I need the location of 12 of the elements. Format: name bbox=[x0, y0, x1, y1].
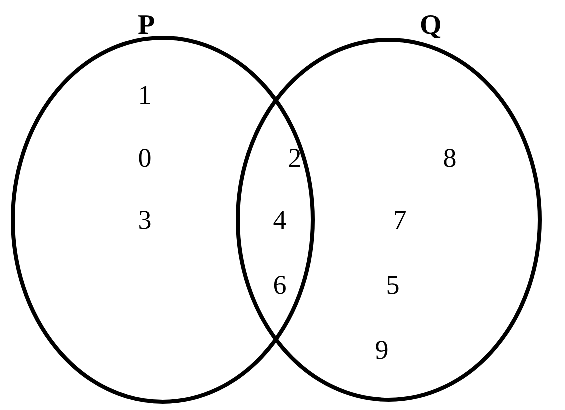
set-element: 0 bbox=[138, 144, 152, 172]
set-label: P bbox=[138, 12, 156, 40]
set-element: 9 bbox=[375, 336, 389, 364]
set-element: 1 bbox=[138, 81, 152, 109]
set-label: Q bbox=[420, 12, 442, 40]
set-element: 6 bbox=[273, 271, 287, 299]
set-element: 7 bbox=[393, 206, 407, 234]
set-element: 3 bbox=[138, 206, 152, 234]
set-element: 2 bbox=[288, 144, 302, 172]
set-element: 5 bbox=[386, 271, 400, 299]
set-element: 4 bbox=[273, 206, 287, 234]
set-element: 8 bbox=[443, 144, 457, 172]
